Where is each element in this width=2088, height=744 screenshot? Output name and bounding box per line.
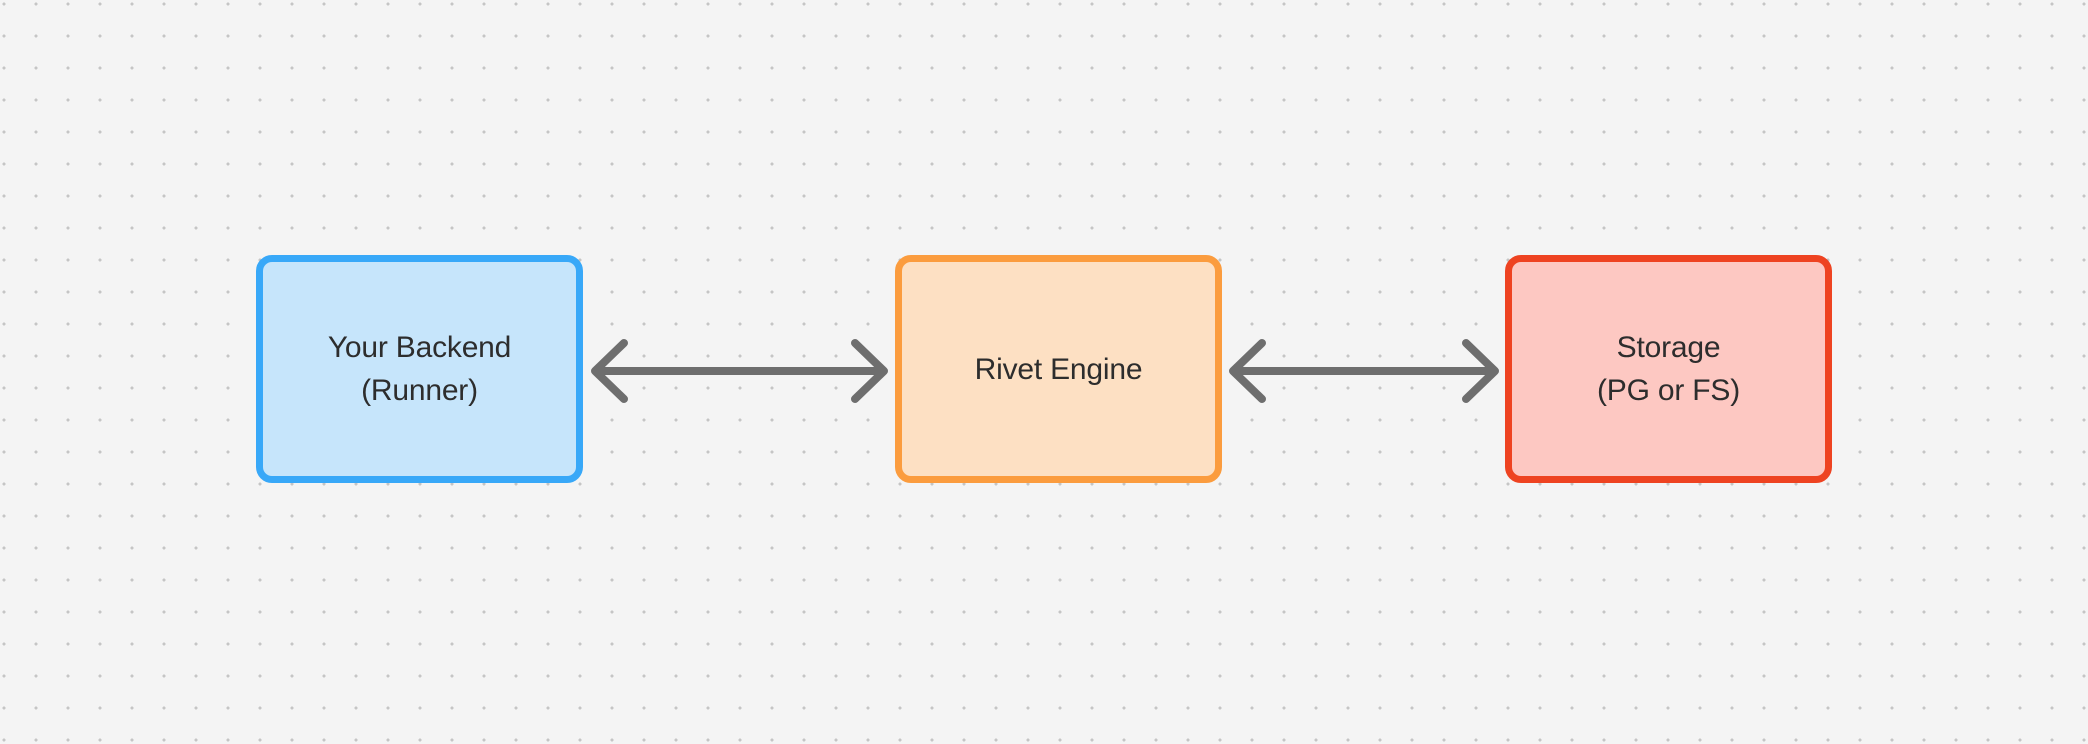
arrow-left-head-icon bbox=[1229, 339, 1266, 403]
node-label-line: (Runner) bbox=[361, 374, 478, 407]
arrow-engine-storage[interactable] bbox=[1222, 327, 1505, 415]
node-label-line: Storage bbox=[1616, 331, 1721, 364]
node-label-line: Your Backend bbox=[327, 331, 512, 364]
arrow-backend-engine[interactable] bbox=[583, 327, 898, 415]
node-rivet-engine[interactable]: Rivet Engine bbox=[895, 255, 1222, 483]
arrow-right-head-icon bbox=[851, 339, 888, 403]
node-storage[interactable]: Storage (PG or FS) bbox=[1505, 255, 1832, 483]
arrow-right-head-icon bbox=[1462, 339, 1499, 403]
arrow-left-head-icon bbox=[591, 339, 628, 403]
node-your-backend[interactable]: Your Backend (Runner) bbox=[256, 255, 583, 483]
node-label-line: Rivet Engine bbox=[974, 352, 1143, 386]
node-label-line: (PG or FS) bbox=[1596, 374, 1740, 407]
